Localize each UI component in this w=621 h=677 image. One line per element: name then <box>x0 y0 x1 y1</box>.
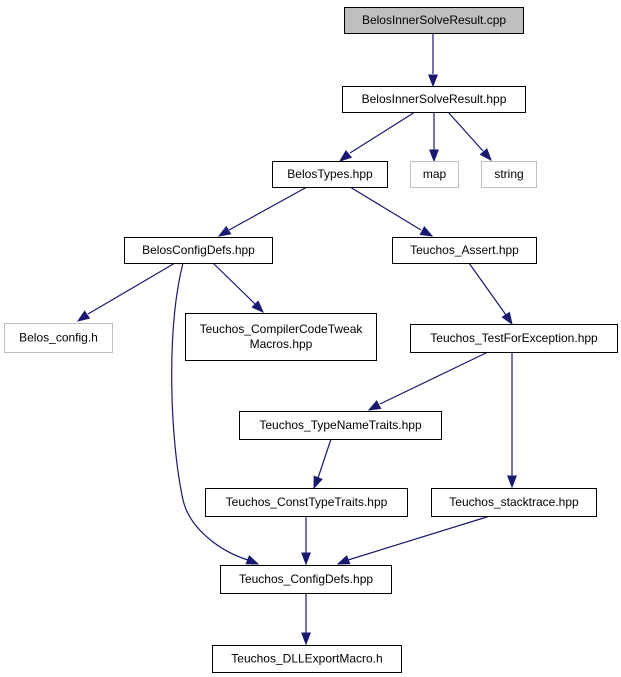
edge-arrowhead <box>336 555 351 565</box>
edge-arrowhead <box>338 149 353 162</box>
file-node-label: Teuchos_ConfigDefs.hpp <box>239 572 373 586</box>
file-node-label: Teuchos_CompilerCodeTweak <box>200 322 364 336</box>
file-node[interactable]: BelosInnerSolveResult.cpp <box>344 7 524 34</box>
edge-arrowhead <box>428 74 438 88</box>
file-node[interactable]: string <box>481 161 537 188</box>
file-node-box <box>220 565 392 594</box>
edge-arrowhead <box>301 552 311 566</box>
file-node-label: map <box>423 167 447 181</box>
dependency-edge <box>468 262 513 326</box>
file-node-box <box>205 488 408 517</box>
file-node-box <box>272 161 388 188</box>
file-node-label: Teuchos_DLLExportMacro.h <box>231 652 382 666</box>
file-node[interactable]: Teuchos_ConstTypeTraits.hpp <box>205 488 408 517</box>
dependency-edge <box>217 186 308 237</box>
dependency-edge <box>507 352 517 489</box>
edge-line <box>212 262 256 305</box>
edge-line <box>349 111 416 154</box>
file-node-label: BelosConfigDefs.hpp <box>142 243 255 257</box>
dependency-edge <box>212 262 264 313</box>
file-node[interactable]: BelosConfigDefs.hpp <box>124 237 273 264</box>
edge-arrowhead <box>501 311 513 326</box>
file-node[interactable]: Teuchos_TestForException.hpp <box>410 324 618 353</box>
file-node[interactable]: Teuchos_stacktrace.hpp <box>431 488 597 517</box>
edge-arrowhead <box>429 149 439 163</box>
file-node-label: Teuchos_TypeNameTraits.hpp <box>259 418 422 432</box>
file-node[interactable]: Teuchos_TypeNameTraits.hpp <box>239 411 442 440</box>
file-node-label: BelosInnerSolveResult.cpp <box>362 13 506 27</box>
edge-arrowhead <box>479 148 492 162</box>
dependency-edge <box>429 112 439 163</box>
file-node-box <box>410 324 618 353</box>
dependency-edge <box>447 111 492 162</box>
dependency-edge <box>301 593 311 646</box>
file-node-label: Teuchos_stacktrace.hpp <box>449 495 579 509</box>
nodes-layer: BelosInnerSolveResult.cppBelosInnerSolve… <box>4 7 618 673</box>
dependency-edge <box>349 186 434 237</box>
edge-arrowhead <box>245 555 260 565</box>
file-node-box <box>124 237 273 264</box>
file-node-box <box>392 237 537 264</box>
edge-line <box>171 262 249 561</box>
file-node-label: string <box>494 167 523 181</box>
file-node-label: Macros.hpp <box>250 337 313 351</box>
file-node-label: BelosTypes.hpp <box>287 167 373 181</box>
dependency-edge <box>336 515 491 565</box>
edge-line <box>347 515 491 561</box>
file-node-box <box>344 7 524 34</box>
edge-arrowhead <box>419 226 434 237</box>
file-node-label: Belos_config.h <box>19 331 98 345</box>
file-node-label: Teuchos_TestForException.hpp <box>430 331 598 345</box>
file-node-label: Teuchos_Assert.hpp <box>410 243 519 257</box>
dependency-edge <box>301 516 311 566</box>
dependency-edge <box>338 111 416 162</box>
file-node-box <box>212 645 402 673</box>
file-node-label: BelosInnerSolveResult.hpp <box>362 92 507 106</box>
edge-line <box>228 186 308 231</box>
edge-line <box>87 262 176 315</box>
file-node-box <box>239 411 442 440</box>
file-node[interactable]: Teuchos_Assert.hpp <box>392 237 537 264</box>
edge-line <box>468 262 507 316</box>
file-node[interactable]: map <box>410 161 459 188</box>
edge-arrowhead <box>251 300 264 313</box>
dependency-edge <box>313 438 332 490</box>
dependency-edge <box>367 351 489 411</box>
edge-arrowhead <box>217 225 232 237</box>
file-node-box <box>4 323 113 353</box>
dependency-edge <box>171 262 260 565</box>
file-node-label: Teuchos_ConstTypeTraits.hpp <box>226 495 388 509</box>
edges-layer <box>76 33 517 646</box>
file-node-box <box>410 161 459 188</box>
file-node-box <box>431 488 597 517</box>
file-node-box <box>342 86 526 113</box>
edge-line <box>379 351 489 405</box>
edge-arrowhead <box>76 310 91 322</box>
edge-arrowhead <box>507 475 517 489</box>
file-node-box <box>185 313 377 361</box>
dependency-edge <box>76 262 176 322</box>
file-node[interactable]: Teuchos_DLLExportMacro.h <box>212 645 402 673</box>
edge-arrowhead <box>313 475 323 490</box>
edge-line <box>349 186 422 231</box>
file-node[interactable]: Belos_config.h <box>4 323 113 353</box>
edge-line <box>317 438 332 479</box>
dependency-edge <box>428 33 438 88</box>
file-node[interactable]: BelosTypes.hpp <box>272 161 388 188</box>
file-node[interactable]: BelosInnerSolveResult.hpp <box>342 86 526 113</box>
edge-arrowhead <box>367 400 382 411</box>
edge-arrowhead <box>301 632 311 646</box>
edge-line <box>447 111 484 152</box>
file-node-box <box>481 161 537 188</box>
file-node[interactable]: Teuchos_ConfigDefs.hpp <box>220 565 392 594</box>
